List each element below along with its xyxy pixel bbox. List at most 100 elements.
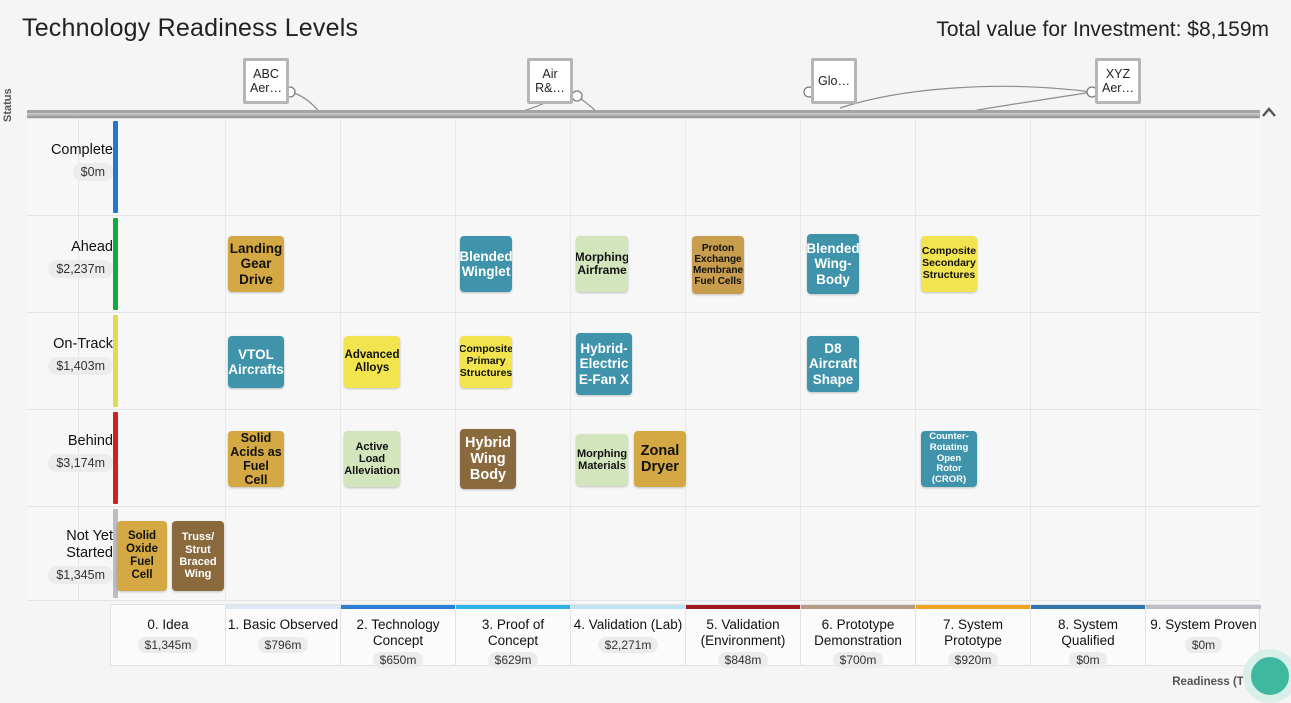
status-color-bar (113, 509, 118, 598)
org-node-label: Glo… (818, 73, 850, 88)
trl-column-amount: $1,345m (137, 636, 199, 653)
tech-card-label: Active Load Alleviation (344, 440, 400, 478)
status-row-label: Behind $3,174m (27, 433, 113, 473)
trl-column-amount: $650m (372, 652, 424, 669)
tech-card[interactable]: Blended Wing-Body (807, 234, 859, 294)
tech-card-label: D8 Aircraft Shape (809, 341, 858, 387)
tech-card-label: Zonal Dryer (640, 442, 680, 475)
page-title: Technology Readiness Levels (22, 14, 359, 42)
tech-card[interactable]: Hybrid-Electric E-Fan X (576, 333, 632, 395)
trl-column-9[interactable]: 9. System Proven$0m (1146, 605, 1261, 665)
trl-column-0[interactable]: 0. Idea $1,345m (111, 605, 226, 665)
status-row-name: Complete (50, 141, 113, 158)
tech-card[interactable]: Blended Winglet (460, 236, 512, 292)
org-node-label: ABC (253, 66, 279, 81)
status-color-bar (113, 412, 118, 504)
tech-card[interactable]: Hybrid Wing Body (460, 429, 516, 489)
trl-column-5[interactable]: 5. Validation (Environment)$848m (686, 605, 801, 669)
trl-column-1[interactable]: 1. Basic Observed$796m (226, 605, 341, 665)
trl-column-name: 7. System Prototype (942, 617, 1004, 648)
tech-card[interactable]: Morphing Airframe (576, 236, 628, 292)
status-row-amount: $3,174m (48, 454, 113, 473)
status-row-amount: $2,237m (48, 260, 113, 279)
status-row-name: Ahead (71, 238, 113, 255)
tech-card[interactable]: Proton Exchange Membrane Fuel Cells (692, 236, 744, 294)
tech-card[interactable]: Solid Acids as Fuel Cell (228, 431, 284, 487)
trl-column-name: 6. Prototype Demonstration (814, 617, 902, 648)
tech-card[interactable]: Truss/ Strut Braced Wing (172, 521, 224, 591)
org-node-2[interactable]: Glo… (811, 58, 857, 104)
tech-card[interactable]: Solid Oxide Fuel Cell (117, 521, 167, 591)
trl-column-name: 9. System Proven (1150, 617, 1257, 632)
org-node-label: XYZ (1105, 66, 1131, 81)
trl-color-bar (1031, 605, 1145, 609)
status-row-complete (27, 119, 1260, 216)
status-row-label: Complete $0m (27, 142, 113, 182)
trl-column-name: 8. System Qualified (1057, 617, 1119, 648)
status-row-amount: $0m (72, 163, 113, 182)
status-row-label: On-Track$1,403m (27, 336, 113, 376)
tech-card[interactable]: Advanced Alloys (344, 336, 400, 388)
tech-card[interactable]: VTOL Aircrafts (228, 336, 284, 388)
tech-card-label: Blended Wing-Body (807, 241, 859, 287)
tech-card[interactable]: Morphing Materials (576, 434, 628, 486)
trl-column-7[interactable]: 7. System Prototype $920m (916, 605, 1031, 669)
org-node-label: R&… (535, 81, 565, 95)
status-row-label: Ahead $2,237m (27, 239, 113, 279)
trl-column-amount: $0m (1069, 652, 1107, 669)
trl-column-name: 0. Idea (147, 617, 189, 632)
status-axis-label: Status (2, 88, 14, 122)
trl-column-amount: $920m (947, 652, 999, 669)
org-node-label: Aer… (250, 81, 282, 95)
trl-axis-label: Readiness (TRL) (1172, 676, 1263, 688)
tech-card[interactable]: Zonal Dryer (634, 431, 686, 487)
trl-color-bar (1146, 605, 1261, 609)
trl-column-6[interactable]: 6. Prototype Demonstration $700m (801, 605, 916, 669)
tech-card[interactable]: Composite Secondary Structures (921, 236, 977, 292)
chevron-up-icon[interactable] (1261, 106, 1277, 120)
tech-card-label: Solid Acids as Fuel Cell (230, 431, 282, 487)
tech-card-label: Morphing Airframe (576, 249, 628, 277)
trl-column-amount: $700m (832, 652, 884, 669)
status-color-bar (113, 121, 118, 213)
tech-card-label: Composite Secondary Structures (921, 245, 977, 281)
status-row-name: Behind (67, 432, 113, 449)
status-row-on-track (27, 313, 1260, 410)
status-color-bar (113, 218, 118, 310)
grid-column-divider (685, 119, 686, 601)
trl-column-amount: $2,271m (597, 636, 659, 653)
org-node-label: Aer… (1102, 81, 1134, 95)
grid-column-divider (1030, 119, 1031, 601)
grid-column-divider (1145, 119, 1146, 601)
status-row-amount: $1,345m (48, 566, 113, 585)
tech-card-label: Landing Gear Drive (229, 241, 283, 287)
tech-card-label: Proton Exchange Membrane Fuel Cells (693, 242, 744, 288)
trl-column-2[interactable]: 2. Technology Concept$650m (341, 605, 456, 669)
tech-card-label: Composite Primary Structures (460, 343, 512, 379)
tech-card[interactable]: Counter-Rotating Open Rotor (CROR) (921, 431, 977, 487)
trl-column-8[interactable]: 8. System Qualified $0m (1031, 605, 1146, 669)
trl-color-bar (111, 605, 225, 609)
trl-column-4[interactable]: 4. Validation (Lab)$2,271m (571, 605, 686, 665)
tech-card[interactable]: Composite Primary Structures (460, 336, 512, 388)
grid-column-divider (455, 119, 456, 601)
trl-column-3[interactable]: 3. Proof of Concept$629m (456, 605, 571, 669)
tech-card-label: Advanced Alloys (344, 349, 400, 374)
trl-column-name: 5. Validation (Environment) (700, 617, 786, 648)
tech-card-label: Hybrid Wing Body (465, 434, 511, 484)
trl-column-amount: $629m (487, 652, 539, 669)
tech-card-label: Solid Oxide Fuel Cell (126, 530, 158, 581)
grid-column-divider (800, 119, 801, 601)
status-row-name: Not Yet Started (66, 528, 113, 561)
tech-card[interactable]: Active Load Alleviation (344, 431, 400, 487)
tech-card-label: Morphing Materials (576, 447, 628, 472)
tech-card[interactable]: Landing Gear Drive (228, 236, 284, 292)
timeline-rail[interactable] (27, 110, 1260, 118)
tech-card[interactable]: D8 Aircraft Shape (807, 336, 859, 392)
trl-column-name: 1. Basic Observed (227, 617, 339, 632)
help-fab-button[interactable] (1243, 649, 1291, 703)
